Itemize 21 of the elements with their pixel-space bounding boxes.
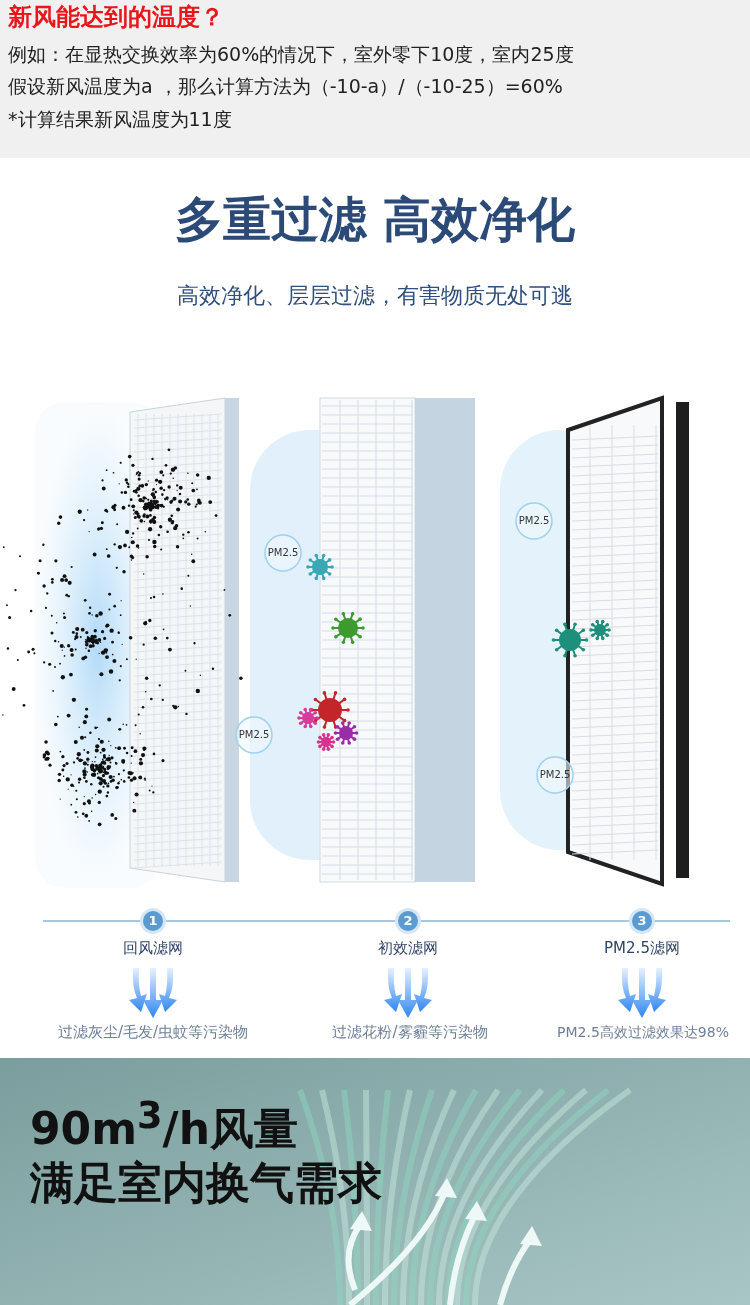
result-note: *计算结果新风温度为11度 xyxy=(8,109,232,131)
filter-name: PM2.5滤网 xyxy=(603,940,681,958)
filter-description: PM2.5高效过滤效果达98% xyxy=(556,1024,730,1041)
pm25-tag: PM2.5 xyxy=(237,729,271,741)
step-number-badge: 3 xyxy=(632,911,652,931)
step-number-badge: 1 xyxy=(143,911,163,931)
section-subtitle: 高效净化、层层过滤，有害物质无处可逃 xyxy=(176,283,574,309)
airflow-headline: 满足室内换气需求 xyxy=(30,1158,382,1209)
pm25-tag: PM2.5 xyxy=(538,769,572,781)
pm25-tag: PM2.5 xyxy=(266,547,300,559)
filter-name: 回风滤网 xyxy=(122,940,184,958)
filter-description: 过滤花粉/雾霾等污染物 xyxy=(331,1024,489,1042)
section-heading: 新风能达到的温度？ xyxy=(8,4,224,32)
example-text: 例如：在显热交换效率为60%的情况下，室外零下10度，室内25度 xyxy=(8,44,574,66)
filter-name: 初效滤网 xyxy=(377,940,439,958)
section-title: 多重过滤 高效净化 xyxy=(173,192,577,248)
formula-text: 假设新风温度为a ，那么计算方法为（-10-a）/（-10-25）=60% xyxy=(8,76,563,98)
filter-description: 过滤灰尘/毛发/虫蚊等污染物 xyxy=(56,1024,250,1042)
airflow-headline: 90m$^{3}$/h风量 xyxy=(30,1095,298,1155)
step-number-badge: 2 xyxy=(398,911,418,931)
pm25-tag: PM2.5 xyxy=(517,515,551,527)
